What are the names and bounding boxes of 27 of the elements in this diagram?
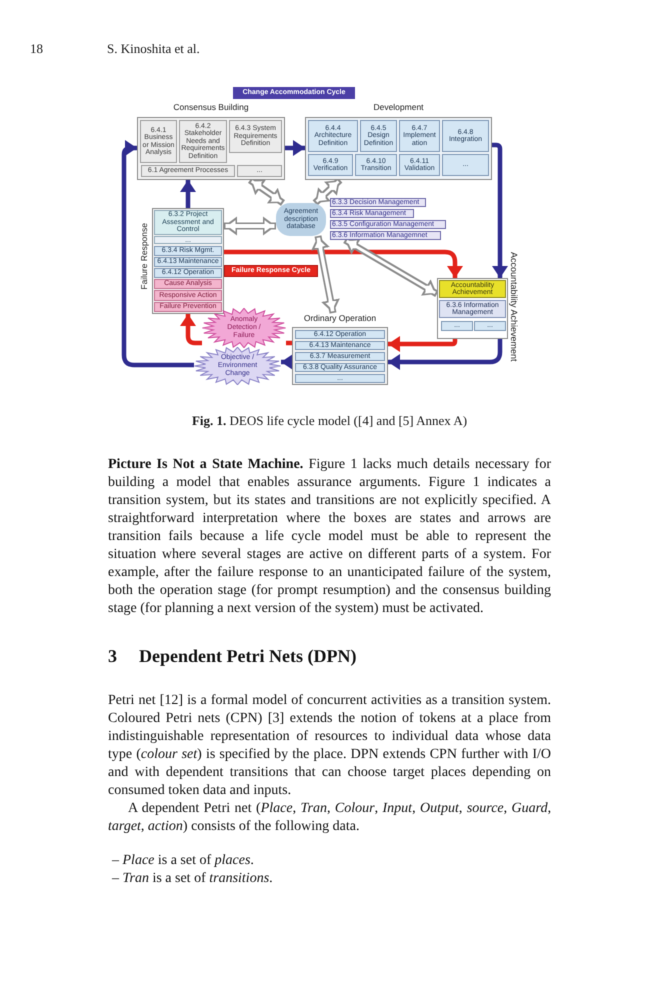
group-heading: Consensus Building xyxy=(173,102,249,112)
body-paragraph: Petri net [12] is a formal model of concurrent activities as a transition system. Coloured Petri nets (CPN) [3] extends the notion of tokens at a place from indistinguishable representation of resources to individual data whose data type (colour set) is specified by the place. DPN extends CPN further with I/O and with dependent transitions that can choose target places depending on consumed token data and inputs. xyxy=(108,692,551,800)
arrow xyxy=(180,180,196,208)
arrow xyxy=(122,140,194,368)
accountability-panel xyxy=(437,278,508,339)
body-paragraph: Picture Is Not a State Machine. Figure 1 lacks much details necessary for building a model that enables assurance arguments. Figure 1 indicates a transition system, but its states and transitions are not explicitly specified. A straightforward interpretation where the boxes are states and arrows are transition fails because a life cycle model must be able to represent the situation where several stages are active on different parts of a system. For example, after the failure response to an unanticipated failure of the system, both the operation stage (for prompt resumption) and the consensus building stage (for planning a next version of the system) must be activated. xyxy=(108,456,551,618)
arrow xyxy=(388,336,458,352)
section-heading: Dependent Petri Nets (DPN) xyxy=(139,645,356,667)
group-heading: Development xyxy=(373,102,424,112)
running-head: S. Kinoshita et al. xyxy=(107,40,200,58)
process-stack-panel xyxy=(152,208,224,314)
body-paragraph: A dependent Petri net (Place, Tran, Colour, Input, Output, source, Guard, target, action) consists of the following data. xyxy=(108,800,551,836)
group-heading: Ordinary Operation xyxy=(304,313,376,324)
figure-caption: Fig. 1. DEOS life cycle model ([4] and [5] Annex A) xyxy=(190,412,468,430)
arrow xyxy=(285,140,305,156)
vertical-label: Failure Response xyxy=(140,223,148,290)
arrow xyxy=(492,142,508,278)
connector-line xyxy=(286,340,292,346)
section-number: 3 xyxy=(108,645,117,667)
double-arrow xyxy=(224,216,276,236)
arrow xyxy=(281,354,293,370)
list-item: – Tran is a set of transitions. xyxy=(112,870,273,888)
page-number: 18 xyxy=(30,40,43,58)
arrow xyxy=(224,250,463,278)
double-arrow xyxy=(311,235,340,314)
list-item: – Place is a set of places. xyxy=(112,852,254,870)
vertical-label: Accountability Achievement xyxy=(509,252,518,362)
